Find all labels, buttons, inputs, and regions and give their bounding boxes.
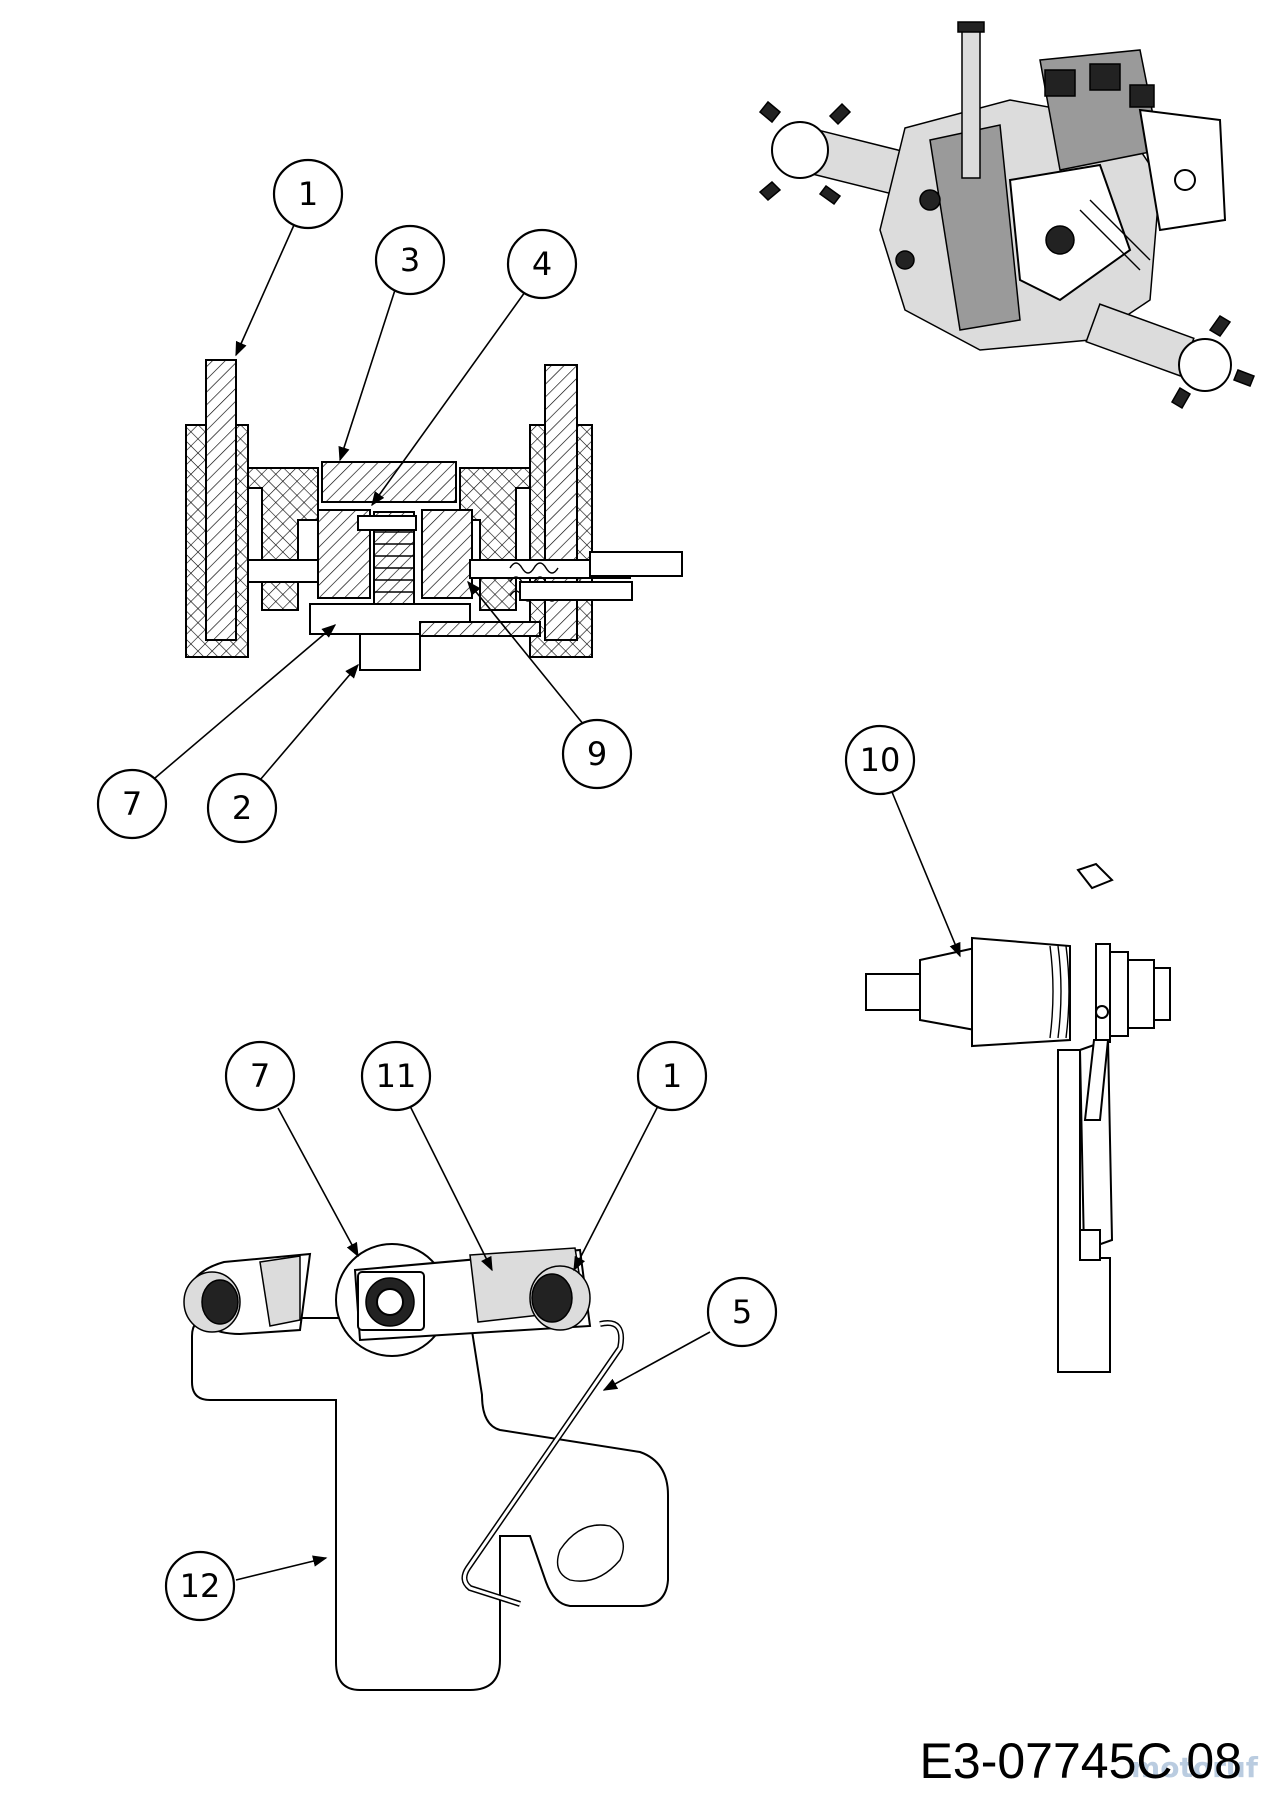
svg-text:1: 1: [298, 175, 318, 213]
svg-text:10: 10: [860, 741, 901, 779]
callout-4: 4: [371, 228, 578, 507]
shaft-head: [357, 515, 417, 531]
lower-plate: [419, 621, 541, 637]
left-plate-1: [205, 359, 237, 641]
lower-bracket-assembly: [183, 1243, 669, 1691]
callout-12: 12: [164, 1550, 328, 1622]
callout-2: 2: [206, 663, 359, 844]
hub-left-wall: [247, 467, 319, 611]
watermark: motoruf: [1131, 1751, 1258, 1784]
shaft-tip: [865, 973, 925, 1011]
spring-rod: [519, 581, 633, 601]
svg-text:1: 1: [662, 1057, 682, 1095]
svg-text:3: 3: [400, 241, 420, 279]
callout-3: 3: [338, 224, 446, 462]
callout-9: 9: [467, 580, 633, 790]
callout-1-upper: 1: [235, 158, 344, 357]
callout-11: 11: [360, 1040, 493, 1272]
callout-10: 10: [844, 724, 961, 958]
bracket-plate: [191, 1317, 669, 1691]
callout-7-upper: 7: [96, 624, 337, 840]
svg-text:7: 7: [250, 1057, 270, 1095]
bypass-rod-assembly: [865, 862, 1171, 1373]
spring: [509, 562, 559, 574]
callout-1-lower: 1: [573, 1040, 708, 1272]
plate-slot: [556, 1524, 624, 1582]
transaxle-assembly: [758, 21, 1255, 410]
callout-7-lower: 7: [224, 1040, 359, 1258]
svg-text:4: 4: [532, 245, 552, 283]
svg-text:5: 5: [732, 1293, 752, 1331]
shaft-sleeve: [971, 936, 1071, 1048]
lower-nut: [359, 633, 421, 671]
right-rod-end: [589, 551, 683, 577]
clutch-cross-section: [185, 359, 683, 671]
svg-text:11: 11: [376, 1057, 417, 1095]
svg-text:12: 12: [180, 1567, 221, 1605]
inner-block-right: [421, 509, 473, 599]
svg-text:9: 9: [587, 735, 607, 773]
callout-5: 5: [602, 1276, 778, 1391]
drawing-code: E3-07745C 08: [919, 1733, 1242, 1789]
left-rod: [247, 559, 319, 583]
svg-text:2: 2: [232, 789, 252, 827]
svg-text:7: 7: [122, 785, 142, 823]
